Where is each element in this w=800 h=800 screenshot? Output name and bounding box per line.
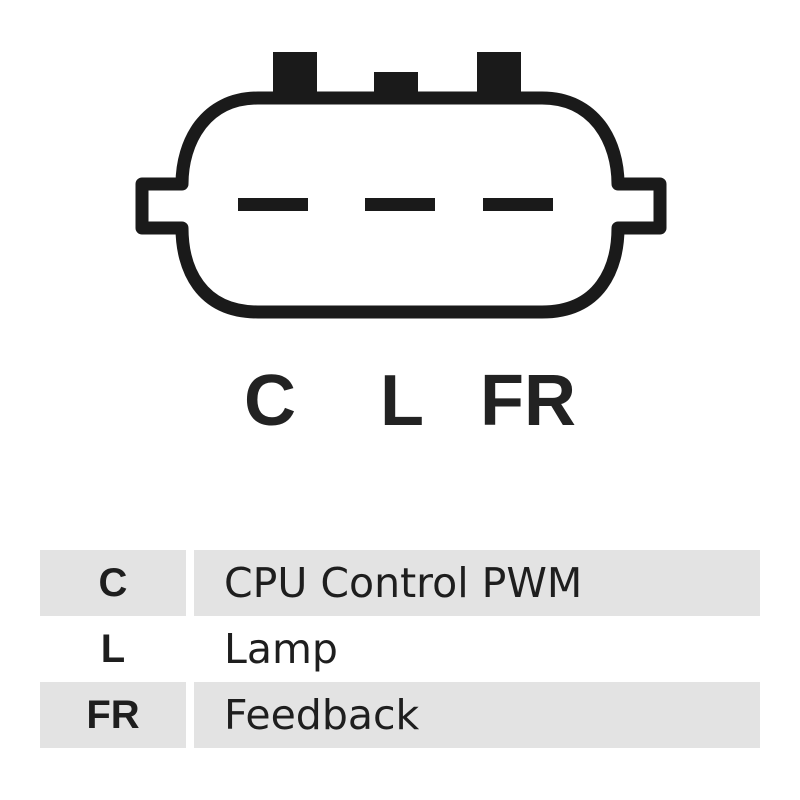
connector-housing-outline [135, 91, 667, 319]
pin-legend-table: C CPU Control PWM L Lamp FR Feedback [40, 550, 760, 748]
connector-diagram [135, 52, 667, 319]
legend-row-l: L Lamp [40, 616, 760, 682]
pin-fr-slot [483, 198, 553, 211]
pin-c-slot [238, 198, 308, 211]
connector-pins [238, 198, 553, 211]
legend-row-fr: FR Feedback [40, 682, 760, 748]
legend-code: L [100, 626, 126, 671]
pin-label-l: L [380, 361, 424, 441]
legend-description: CPU Control PWM [194, 550, 760, 616]
pin-l-slot [365, 198, 435, 211]
legend-description: Feedback [194, 682, 760, 748]
legend-row-c: C CPU Control PWM [40, 550, 760, 616]
legend-description: Lamp [224, 625, 338, 673]
pin-label-c: C [244, 361, 296, 441]
legend-code: C [40, 550, 186, 616]
legend-code: FR [40, 682, 186, 748]
pin-label-fr: FR [480, 361, 576, 441]
